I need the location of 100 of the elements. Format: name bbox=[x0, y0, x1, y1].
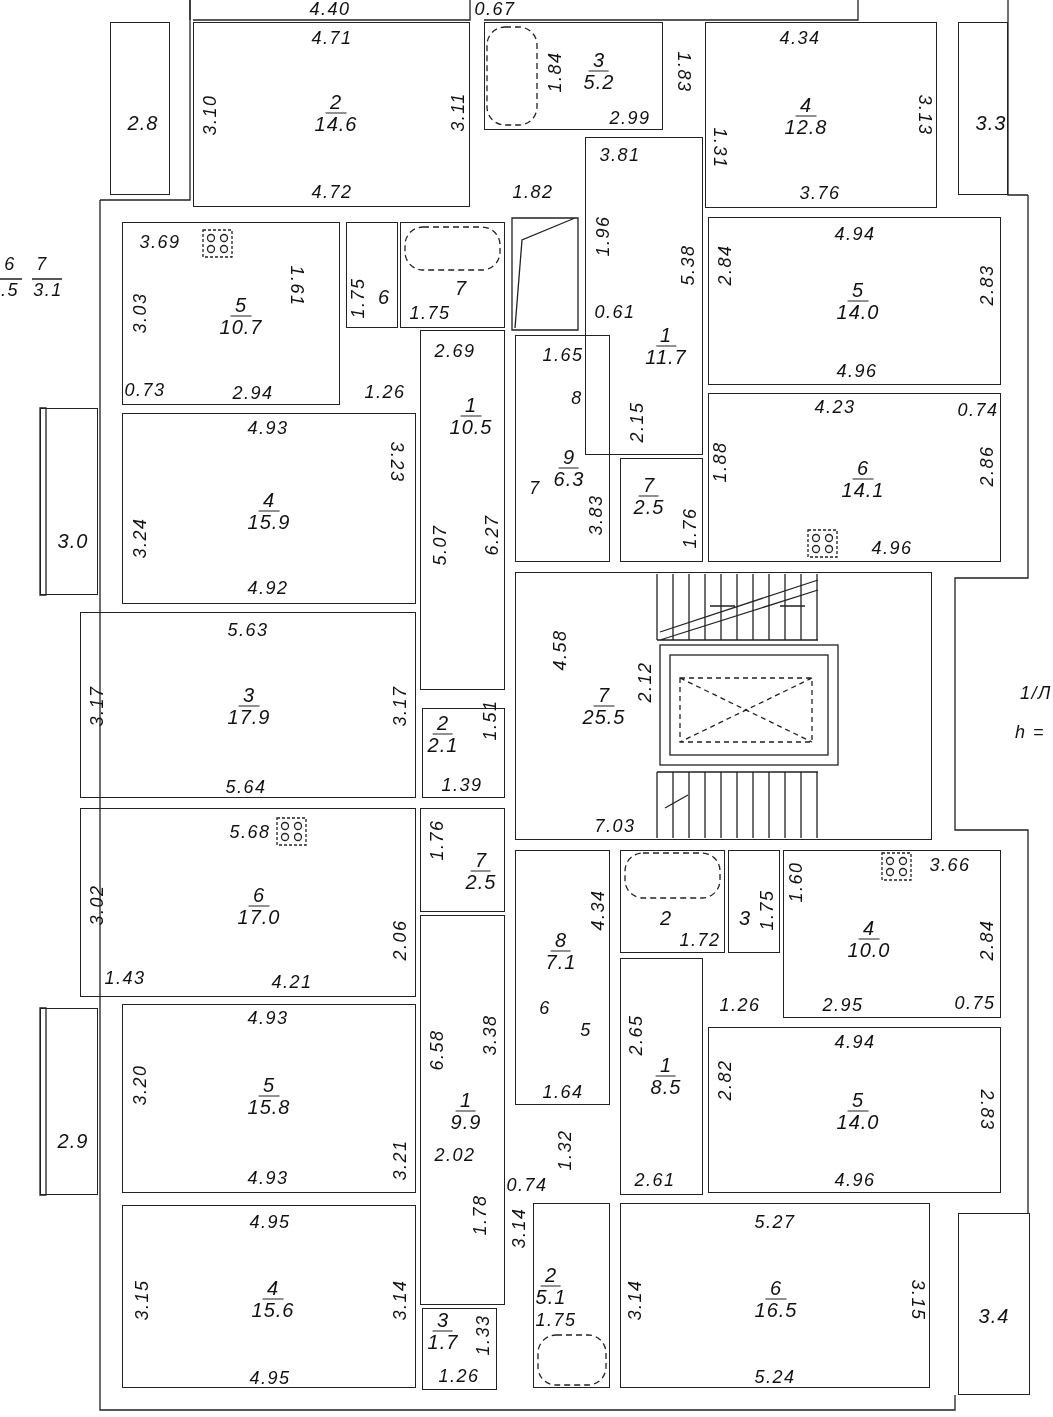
dimension-label: 3.15 bbox=[132, 1279, 152, 1321]
balcony-outline bbox=[958, 22, 1008, 195]
dimension-label: 2.02 bbox=[434, 1145, 476, 1165]
dimension-label: 4.58 bbox=[550, 629, 570, 671]
balcony-outline bbox=[40, 1008, 98, 1195]
room-outline bbox=[620, 1203, 930, 1388]
room-number: 3 bbox=[432, 1309, 454, 1332]
dimension-label: 4.96 bbox=[871, 538, 913, 558]
room-number: 7 bbox=[454, 277, 468, 299]
dimension-label: 3.83 bbox=[586, 494, 606, 536]
room-outline bbox=[585, 137, 703, 455]
dimension-label: 1.72 bbox=[679, 930, 721, 950]
room-area: 3.0 bbox=[57, 530, 89, 552]
room-area: 6.3 bbox=[553, 468, 585, 490]
room-outline bbox=[708, 393, 1001, 562]
room-number: 2 bbox=[432, 712, 454, 735]
dimension-label: 4.95 bbox=[249, 1368, 291, 1388]
room-outline bbox=[122, 1004, 416, 1193]
room-number: 2 bbox=[325, 91, 347, 114]
dimension-label: 2.83 bbox=[977, 264, 997, 306]
dimension-label: 4.23 bbox=[814, 397, 856, 417]
dimension-label: 3.81 bbox=[599, 145, 641, 165]
dimension-label: 1.75 bbox=[348, 277, 368, 319]
dimension-label: 0.73 bbox=[124, 380, 166, 400]
dimension-label: 6.58 bbox=[427, 1029, 447, 1071]
room-area: 2.5 bbox=[633, 496, 665, 518]
room-area: 12.8 bbox=[784, 116, 828, 138]
room-outline bbox=[783, 850, 1001, 1018]
room-area: 25.5 bbox=[582, 706, 626, 728]
dimension-label: 4.94 bbox=[834, 224, 876, 244]
dimension-label: 8 bbox=[571, 388, 583, 408]
dimension-label: 3.69 bbox=[139, 232, 181, 252]
dimension-label: 4.96 bbox=[836, 361, 878, 381]
dimension-label: 1.26 bbox=[438, 1366, 480, 1386]
dimension-label: 7 bbox=[36, 254, 48, 274]
room-outline bbox=[515, 335, 610, 562]
dimension-label: 3.03 bbox=[130, 292, 150, 334]
dimension-label: 2.61 bbox=[634, 1170, 676, 1190]
dimension-label: 0.67 bbox=[474, 0, 516, 19]
dimension-label: 3.17 bbox=[87, 685, 107, 727]
dimension-label: 3.14 bbox=[390, 1279, 410, 1321]
room-outline bbox=[122, 222, 340, 405]
dimension-label: 2.84 bbox=[715, 244, 735, 286]
dimension-label: 1.75 bbox=[409, 303, 451, 323]
balcony-outline bbox=[40, 408, 98, 595]
dimension-label: 3.15 bbox=[908, 1279, 928, 1321]
room-number: 5 bbox=[258, 1074, 280, 1097]
room-outline bbox=[346, 222, 398, 328]
dimension-label: 4.72 bbox=[311, 182, 353, 202]
dimension-label: 1.64 bbox=[542, 1082, 584, 1102]
room-area: 11.7 bbox=[645, 346, 687, 368]
room-outline bbox=[420, 915, 505, 1305]
dimension-label: 1.39 bbox=[441, 775, 483, 795]
dimension-label: 4.92 bbox=[247, 578, 289, 598]
dimension-label: 5.38 bbox=[678, 244, 698, 286]
room-area: 1.7 bbox=[427, 1331, 459, 1353]
dimension-label: 0.75 bbox=[954, 993, 996, 1013]
dimension-label: 4.93 bbox=[247, 1008, 289, 1028]
room-outline bbox=[708, 1027, 1001, 1193]
dimension-label: 5.24 bbox=[754, 1367, 796, 1387]
dimension-label: 1.84 bbox=[545, 51, 565, 93]
room-number: 1 bbox=[655, 324, 677, 347]
room-number: 4 bbox=[858, 917, 880, 940]
room-number: 6 bbox=[765, 1277, 787, 1300]
dimension-label: 3.66 bbox=[929, 855, 971, 875]
dimension-label: 5.63 bbox=[227, 620, 269, 640]
dimension-label: 2.15 bbox=[627, 401, 647, 443]
room-area: 5.1 bbox=[535, 1286, 567, 1308]
room-area: 15.9 bbox=[247, 511, 291, 533]
room-number: 3 bbox=[238, 684, 260, 707]
dimension-label: .5 bbox=[1, 280, 19, 300]
room-number: 4 bbox=[258, 489, 280, 512]
dimension-label: 4.71 bbox=[311, 28, 353, 48]
dimension-label: 1.26 bbox=[364, 382, 406, 402]
room-area: 17.9 bbox=[227, 706, 271, 728]
room-number: 1 bbox=[455, 1089, 477, 1112]
room-area: 15.6 bbox=[251, 1299, 295, 1321]
room-outline bbox=[484, 22, 663, 130]
dimension-label: 2.69 bbox=[434, 341, 476, 361]
dimension-label: 1.31 bbox=[710, 127, 730, 169]
room-area: 8.5 bbox=[650, 1076, 682, 1098]
room-number: 6 bbox=[377, 286, 391, 308]
dimension-label: 3.14 bbox=[509, 1207, 529, 1249]
room-number: 1 bbox=[655, 1054, 677, 1077]
dimension-label: 0.61 bbox=[594, 302, 636, 322]
room-area: 14.1 bbox=[841, 479, 885, 501]
room-area: 2.1 bbox=[427, 734, 459, 756]
dimension-label: 2.84 bbox=[977, 919, 997, 961]
room-area: 10.7 bbox=[219, 316, 263, 338]
room-outline bbox=[420, 330, 505, 690]
dimension-label: 4.93 bbox=[247, 418, 289, 438]
room-outline bbox=[122, 1205, 416, 1388]
balcony-outline bbox=[958, 1213, 1030, 1395]
room-area: 16.5 bbox=[754, 1299, 798, 1321]
dimension-label: 1.33 bbox=[473, 1314, 493, 1356]
dimension-label: 1.76 bbox=[680, 507, 700, 549]
dimension-label: 4.93 bbox=[247, 1168, 289, 1188]
room-number: 5 bbox=[847, 279, 869, 302]
dimension-label: 2.12 bbox=[635, 661, 655, 703]
dimension-label: 5.68 bbox=[229, 822, 271, 842]
